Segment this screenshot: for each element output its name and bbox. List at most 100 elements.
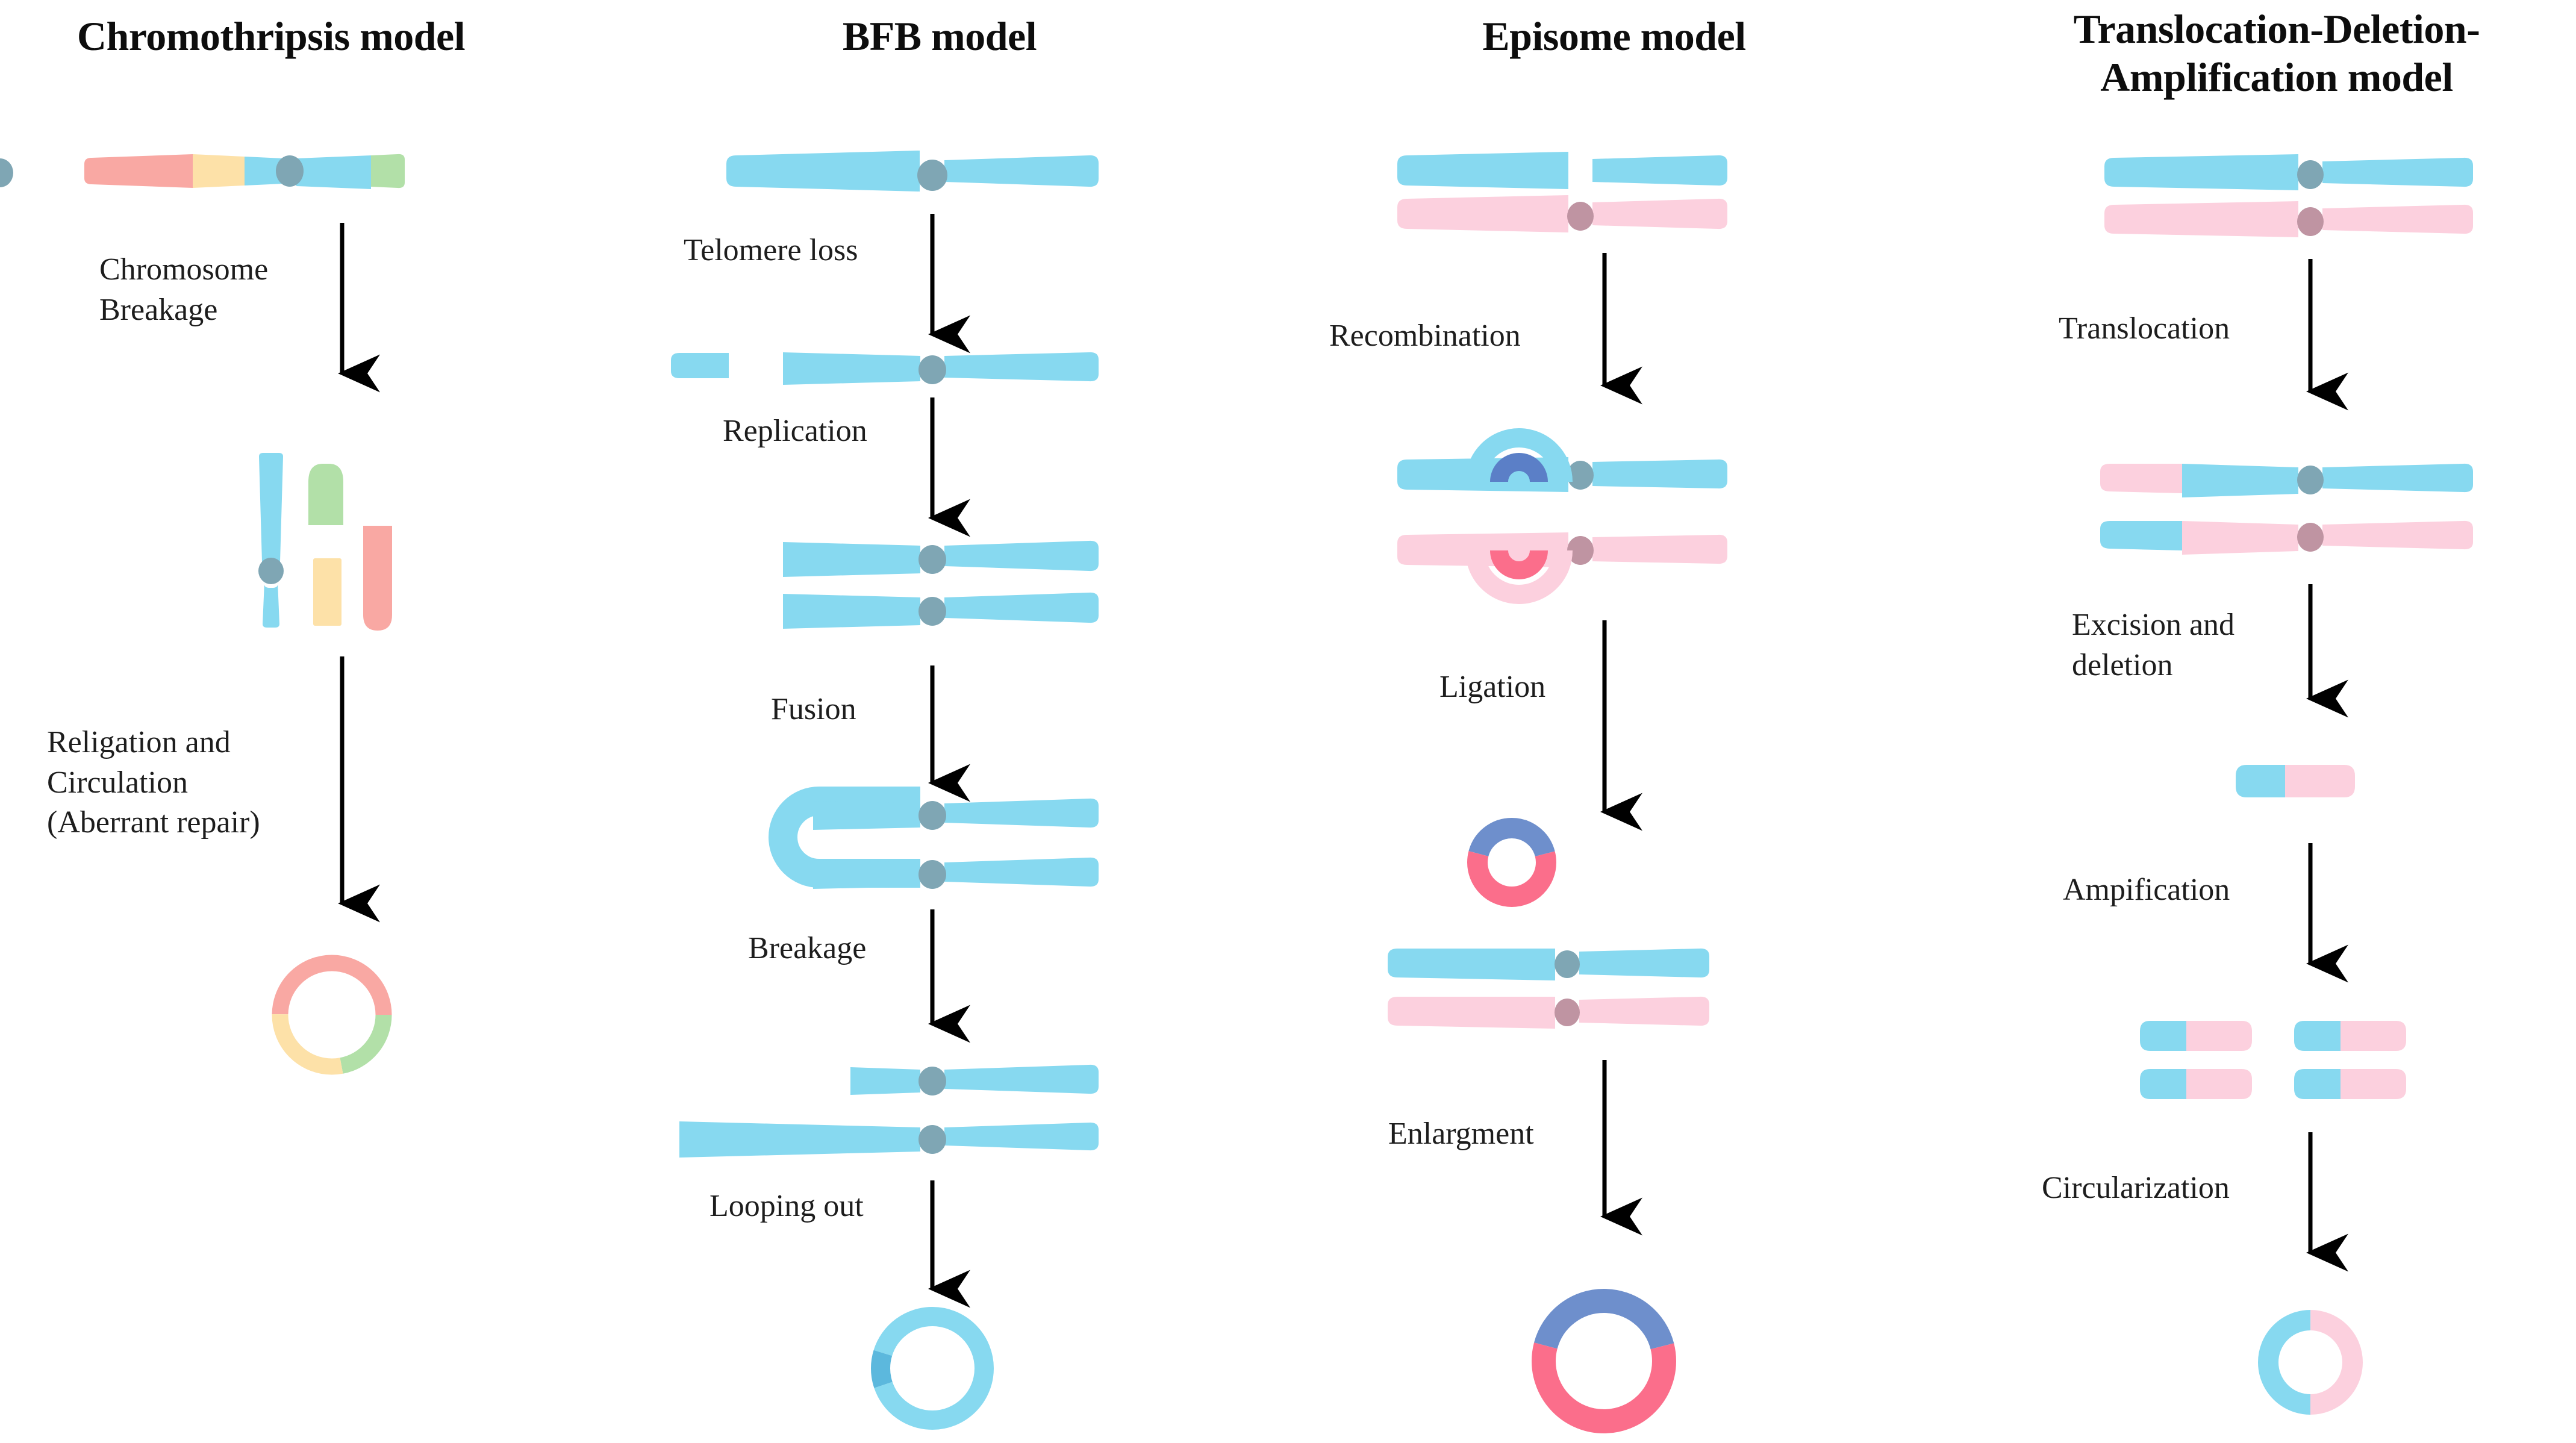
centromere-pink — [1555, 999, 1580, 1026]
excised-pink-half — [2285, 765, 2355, 797]
tda-translocated-pair — [2100, 463, 2473, 555]
bfb-broken-products — [679, 1064, 1099, 1158]
circle-arc-pink — [1532, 1289, 1676, 1433]
chromosome-pink-right — [1592, 198, 1727, 229]
shattered-fragments-group — [258, 453, 392, 631]
fragment-green — [308, 464, 343, 525]
chromatid-segment-yellow — [193, 154, 245, 188]
fused-arm-upper — [813, 801, 920, 830]
bfb-fused-dicentric — [769, 787, 1099, 889]
fused-arm-lower — [813, 860, 920, 889]
translocated-pink-segment-top — [2100, 464, 2182, 493]
chromosome-blue-right — [1579, 948, 1709, 978]
chromosome-pink-left — [2104, 201, 2298, 237]
centromere-long — [918, 1125, 946, 1154]
broken-long-right — [944, 1122, 1099, 1151]
amplified-fragment-1-pink — [2186, 1021, 2252, 1051]
ecdna-circle-episome — [1532, 1289, 1676, 1433]
step-label-enlargment: Enlargment — [1388, 1117, 1534, 1151]
column-title-translocation-deletion-amplification: Translocation-Deletion- Amplification mo… — [2073, 6, 2480, 101]
chromosome-blue-left — [1388, 949, 1555, 980]
centromere-pink — [2297, 207, 2324, 236]
episome-small-circle — [1467, 818, 1556, 907]
amplified-fragment-4-pink — [2341, 1069, 2406, 1099]
recombination-loop-inner-pink — [1490, 550, 1548, 579]
step-label-ampification-real: Ampification — [2063, 873, 2230, 907]
chromatid-2-left — [783, 594, 920, 629]
chromatid-segment-green — [371, 154, 405, 189]
chromatid-left-arm — [783, 352, 920, 385]
fragment-centromere — [258, 558, 284, 584]
chromatid-segment-salmon — [84, 154, 193, 188]
episome-small-circle-and-chromosomes — [1388, 818, 1709, 1029]
fused-arm-lower-right — [944, 857, 1099, 887]
tda-chromosome-pair — [2104, 154, 2473, 237]
amplified-fragment-2-pink — [2341, 1021, 2406, 1051]
circle-arc-pink — [2258, 1310, 2363, 1415]
chromosome-pink-left — [1397, 195, 1568, 232]
fragment-blue-lower — [263, 582, 279, 628]
column-title-bfb: BFB model — [842, 13, 1037, 59]
episome-arc-pink — [1467, 818, 1556, 907]
chromosome-blue-right-arm — [2322, 463, 2473, 493]
chromosome-pink-bar-right — [1592, 534, 1727, 564]
fragment-blue-upper — [259, 453, 283, 569]
centromere — [917, 160, 947, 191]
chromatid-left-arm — [726, 151, 920, 192]
fragment-yellow — [313, 558, 341, 626]
step-label-ligation: Ligation — [1439, 670, 1546, 704]
centromere-blue — [1567, 461, 1594, 490]
circle-arc-blue — [1532, 1289, 1676, 1433]
chromosome-blue-left — [1397, 152, 1568, 189]
circle-arc-blue — [871, 1307, 994, 1430]
centromere-upper — [918, 801, 946, 830]
translocated-blue-segment-top — [2182, 464, 2298, 497]
centromere — [276, 155, 304, 187]
bfb-chromosome-telomere-lost — [671, 352, 1099, 385]
step-label-religation-circulation: Religation and Circulation (Aberrant rep… — [47, 725, 260, 840]
bfb-chromosome-intact — [726, 151, 1099, 192]
chromosome-pink-bar — [1397, 532, 1568, 567]
chromatid-segment-blue-left — [245, 157, 283, 185]
centromere-blue — [1555, 950, 1580, 978]
chromatid-2-right — [944, 592, 1099, 623]
centromere-2 — [918, 597, 946, 626]
tda-excised-fragment — [2236, 765, 2355, 797]
circle-arc-blue — [2258, 1310, 2363, 1415]
column-title-episome: Episome model — [1482, 13, 1746, 59]
chromatid-1-left — [783, 542, 920, 577]
translocated-blue-segment-bottom — [2100, 521, 2182, 550]
fused-arm-upper-right — [944, 798, 1099, 828]
circle-arc-green — [272, 955, 392, 1075]
episome-chromosome-pair — [0, 152, 1727, 232]
amplified-fragment-1-blue — [2140, 1021, 2186, 1051]
episome-arc-blue — [1467, 818, 1556, 907]
centromere-blue — [2297, 466, 2324, 494]
recombination-loop-outer-blue — [1465, 428, 1573, 482]
translocated-pink-segment-bottom — [2182, 521, 2298, 555]
circle-arc-yellow — [272, 955, 392, 1075]
step-label-looping-out: Looping out — [709, 1189, 864, 1223]
chromosome-pink-left — [1388, 997, 1555, 1029]
chromosome-multicolor-initial — [84, 154, 405, 189]
circle-arc-salmon — [272, 955, 392, 1075]
chromosome-blue-left — [2104, 154, 2298, 190]
broken-short-right — [944, 1064, 1099, 1094]
step-label-recombination: Recombination — [1329, 319, 1521, 353]
excised-blue-half — [2236, 765, 2285, 797]
recombination-loop-outer-pink — [1465, 550, 1573, 604]
chromosome-blue-right — [1592, 155, 1727, 186]
recombination-loop-inner-blue — [1490, 453, 1548, 482]
step-label-telomere-loss: Telomere loss — [684, 233, 858, 267]
centromere-pink — [1567, 202, 1594, 231]
chromosome-pink-right-arm — [2322, 520, 2473, 550]
centromere — [918, 355, 946, 384]
column-title-chromothripsis: Chromothripsis model — [76, 13, 466, 59]
centromere-blue — [2297, 160, 2324, 189]
broken-long-left — [679, 1121, 920, 1158]
fusion-loop — [769, 787, 920, 888]
episome-recombination-loops — [1397, 428, 1727, 604]
chromatid-segment-blue-right — [296, 155, 371, 189]
